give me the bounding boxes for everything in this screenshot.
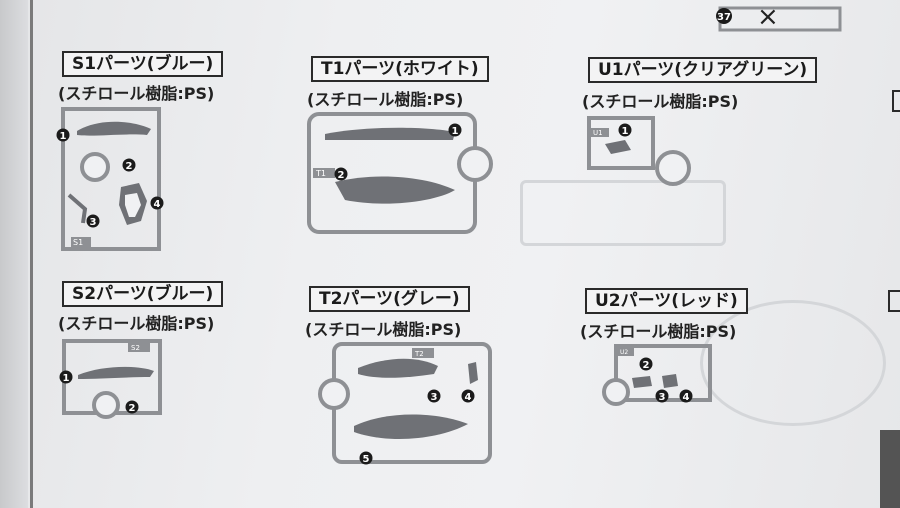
svg-text:3: 3 <box>659 392 666 403</box>
cut-off-panel-label <box>892 90 900 112</box>
svg-text:4: 4 <box>683 392 690 403</box>
panel-label-u1: U1パーツ(クリアグリーン) <box>588 57 818 83</box>
runner-diagram-t2: T2 3 4 5 <box>318 342 492 465</box>
svg-text:3: 3 <box>90 217 97 228</box>
svg-text:3: 3 <box>431 392 438 403</box>
panel-label-u2: U2パーツ(レッド) <box>585 288 748 314</box>
part-number-badge <box>56 128 70 142</box>
material-s2: (スチロール樹脂:PS) <box>58 314 215 333</box>
runner-tag-t1: T1 <box>315 169 326 178</box>
svg-text:4: 4 <box>154 199 161 210</box>
top-marker-number: 37 <box>717 12 731 23</box>
part-number-badge <box>59 370 73 384</box>
part-number-badge <box>359 451 373 465</box>
part-number-badge <box>655 389 669 403</box>
part-number-badge <box>639 357 653 371</box>
page-edge <box>0 0 28 508</box>
cross-mark: × <box>757 2 779 32</box>
part-number-badge <box>427 389 441 403</box>
svg-text:5: 5 <box>363 454 370 465</box>
svg-text:2: 2 <box>129 403 136 414</box>
top-runner-fragment: 37 <box>716 6 842 32</box>
svg-text:2: 2 <box>643 360 650 371</box>
material-s1: (スチロール樹脂:PS) <box>58 84 215 103</box>
part-number-badge <box>448 123 462 137</box>
part-number-badge <box>679 389 693 403</box>
runner-diagram-u1: U1 1 <box>587 116 691 186</box>
panel-label-t2: T2パーツ(グレー) <box>309 286 470 312</box>
part-number-badge <box>461 389 475 403</box>
material-u1: (スチロール樹脂:PS) <box>582 92 739 111</box>
runner-diagram-s2: 1 2 S2 <box>59 339 162 419</box>
background-shape <box>520 180 726 246</box>
runner-diagram-s1: S1 1 2 3 4 <box>56 107 164 251</box>
cut-off-dark-block <box>880 430 900 508</box>
fold-line <box>30 0 33 508</box>
runner-tag-t2: T2 <box>414 350 424 358</box>
svg-text:2: 2 <box>338 170 345 181</box>
material-u2: (スチロール樹脂:PS) <box>580 322 737 341</box>
svg-text:4: 4 <box>465 392 472 403</box>
runner-tag-u2: U2 <box>620 349 628 356</box>
runner-tag-s1: S1 <box>73 238 83 247</box>
svg-text:1: 1 <box>452 126 459 137</box>
material-t2: (スチロール樹脂:PS) <box>305 320 462 339</box>
svg-text:1: 1 <box>622 126 629 137</box>
svg-text:1: 1 <box>63 373 70 384</box>
background-shape <box>700 300 886 426</box>
runner-tag-u1: U1 <box>593 129 603 137</box>
part-number-badge <box>150 196 164 210</box>
panel-label-t1: T1パーツ(ホワイト) <box>311 56 489 82</box>
svg-text:1: 1 <box>60 131 67 142</box>
material-t1: (スチロール樹脂:PS) <box>307 90 464 109</box>
part-number-badge <box>716 8 732 24</box>
runner-tag-s2: S2 <box>131 344 140 352</box>
panel-label-s2: S2パーツ(ブルー) <box>62 281 224 307</box>
svg-text:2: 2 <box>126 161 133 172</box>
part-number-badge <box>618 123 632 137</box>
part-number-badge <box>122 158 136 172</box>
runner-diagram-t1: T1 1 2 <box>307 112 493 234</box>
cut-off-panel-label <box>888 290 900 312</box>
runner-diagram-u2: U2 2 3 4 <box>602 344 712 406</box>
part-number-badge <box>334 167 348 181</box>
part-number-badge <box>86 214 100 228</box>
panel-label-s1: S1パーツ(ブルー) <box>62 51 224 77</box>
part-number-badge <box>125 400 139 414</box>
